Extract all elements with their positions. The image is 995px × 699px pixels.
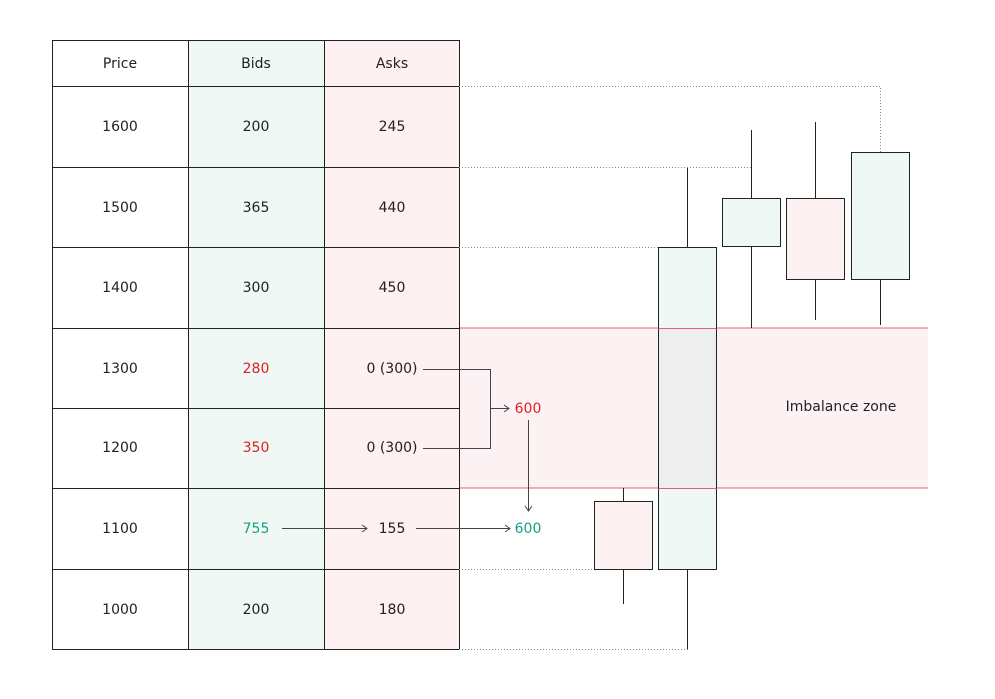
candle-5-body (851, 152, 910, 280)
bid-cell: 200 (243, 602, 270, 618)
candle-4-body (786, 198, 845, 280)
price-cell: 1200 (102, 440, 138, 456)
ask-cell: 245 (379, 119, 406, 135)
ask-cell: 450 (379, 280, 406, 296)
price-cell: 1600 (102, 119, 138, 135)
price-cell: 1400 (102, 280, 138, 296)
price-cell: 1000 (102, 602, 138, 618)
bids-column-bg (188, 41, 324, 649)
candle-2-zone-overlap (659, 328, 716, 489)
bid-cell: 300 (243, 280, 270, 296)
header-bids: Bids (241, 56, 271, 72)
price-cell: 1500 (102, 200, 138, 216)
ask-cell: 155 (379, 521, 406, 537)
imbalance-zone-label: Imbalance zone (786, 399, 897, 415)
ask-cell: 440 (379, 200, 406, 216)
table-grid (52, 40, 460, 650)
imbalance-sum-label: 600 (515, 401, 542, 417)
bid-cell: 365 (243, 200, 270, 216)
candle-1-body (594, 501, 653, 570)
ask-cell: 0 (300) (366, 361, 417, 377)
bid-cell-imbalance: 350 (243, 440, 270, 456)
bid-cell-large: 755 (243, 521, 270, 537)
ask-cell: 0 (300) (366, 440, 417, 456)
asks-column-bg (324, 41, 459, 649)
header-asks: Asks (376, 56, 408, 72)
ask-cell: 180 (379, 602, 406, 618)
price-cell: 1100 (102, 521, 138, 537)
price-cell: 1300 (102, 361, 138, 377)
absorbed-sum-label: 600 (515, 521, 542, 537)
bid-cell: 200 (243, 119, 270, 135)
flow-connectors (282, 369, 533, 533)
header-price: Price (103, 56, 137, 72)
candle-3-body (722, 198, 781, 247)
candlesticks (594, 122, 910, 649)
bid-cell-imbalance: 280 (243, 361, 270, 377)
